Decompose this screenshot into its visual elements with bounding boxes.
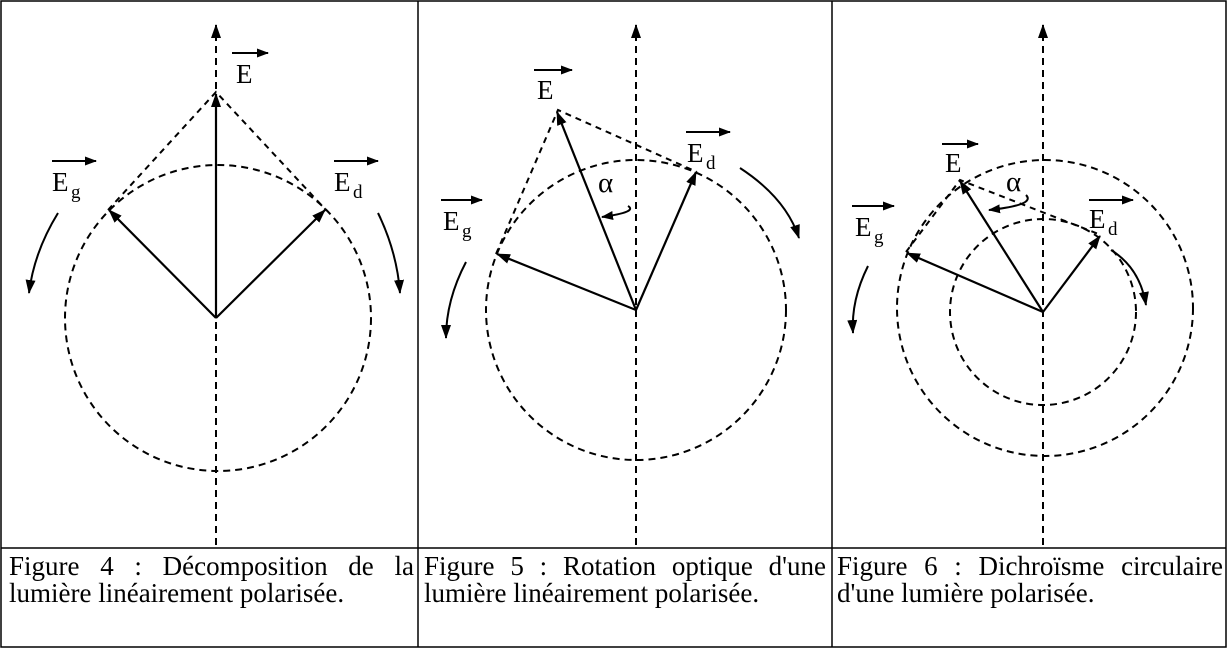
figure-6-label-ed: E [1089, 204, 1106, 234]
figure-4-vector-eg [108, 209, 217, 319]
figure-6-label-e: E [945, 148, 962, 178]
figure-4-caption: Figure 4 : Décomposition de la lumière l… [9, 551, 414, 608]
figure-4-label-eg-sub: g [71, 182, 81, 203]
figure-5-vector-ed [634, 171, 698, 311]
figure-5-labels: E E g E d α [443, 75, 716, 242]
figure-5-vector-e [555, 111, 638, 311]
figure-5-rotation-arrow-left [441, 261, 467, 339]
figure-6-vector-eg [906, 251, 1044, 314]
figure-4-dashed-circle [64, 164, 372, 472]
figure-5-alpha-arc [601, 205, 632, 220]
figure-5-label-alpha: α [598, 167, 613, 199]
figure-5-label-ed-sub: d [706, 153, 716, 174]
figure-6-vector-ed [1042, 235, 1101, 313]
figure-6-labels: E E g E d α [855, 148, 1118, 248]
figure-6-dashed-circle-inner [949, 218, 1137, 406]
figure-5-label-eg: E [443, 206, 460, 236]
figure-5-label-e: E [537, 75, 554, 105]
figure-5-caption: Figure 5 : Rotation optique d'une lumièr… [424, 551, 826, 608]
figure-6-diagram [847, 24, 1194, 545]
figure-6-rotation-arrow-left [847, 265, 869, 334]
figure-6-alpha-arc [988, 194, 1029, 214]
figure-4-label-eg: E [52, 167, 69, 197]
figure-4-dashed-parallelogram [107, 90, 327, 211]
figure-6-label-eg: E [855, 212, 872, 242]
figure-5-dashed-circle [485, 159, 787, 461]
figure-4-label-e: E [236, 59, 253, 89]
figure-6-label-alpha: α [1006, 166, 1021, 198]
figure-4-vector-ed [215, 209, 326, 319]
figure-6-dashed-circle-outer [896, 159, 1194, 457]
figure-5-vector-eg [496, 252, 637, 312]
figure-5-label-eg-sub: g [462, 221, 472, 242]
figure-4-label-ed-sub: d [353, 182, 363, 203]
figure-5-rotation-arrow-right [739, 167, 800, 239]
figure-6-dashed-parallelogram [905, 178, 1102, 253]
figure-6-rotation-arrow-right [1110, 249, 1149, 306]
figure-4-labels: E E g E d [52, 59, 363, 203]
figure-6-vector-e [959, 180, 1044, 313]
figure-6-label-eg-sub: g [874, 227, 884, 248]
figure-5-diagram [441, 24, 800, 545]
figure-6-caption: Figure 6 : Dichroïsme circulaire d'une l… [837, 551, 1223, 608]
figure-4-diagram [25, 24, 405, 545]
figure-5-dashed-parallelogram [495, 108, 698, 255]
figure-5-label-ed: E [687, 138, 704, 168]
figure-4-rotation-arrow-right [377, 212, 405, 294]
figure-6-label-ed-sub: d [1108, 219, 1118, 240]
figure-4-label-ed: E [334, 167, 351, 197]
figure-4-rotation-arrow-left [25, 212, 59, 294]
